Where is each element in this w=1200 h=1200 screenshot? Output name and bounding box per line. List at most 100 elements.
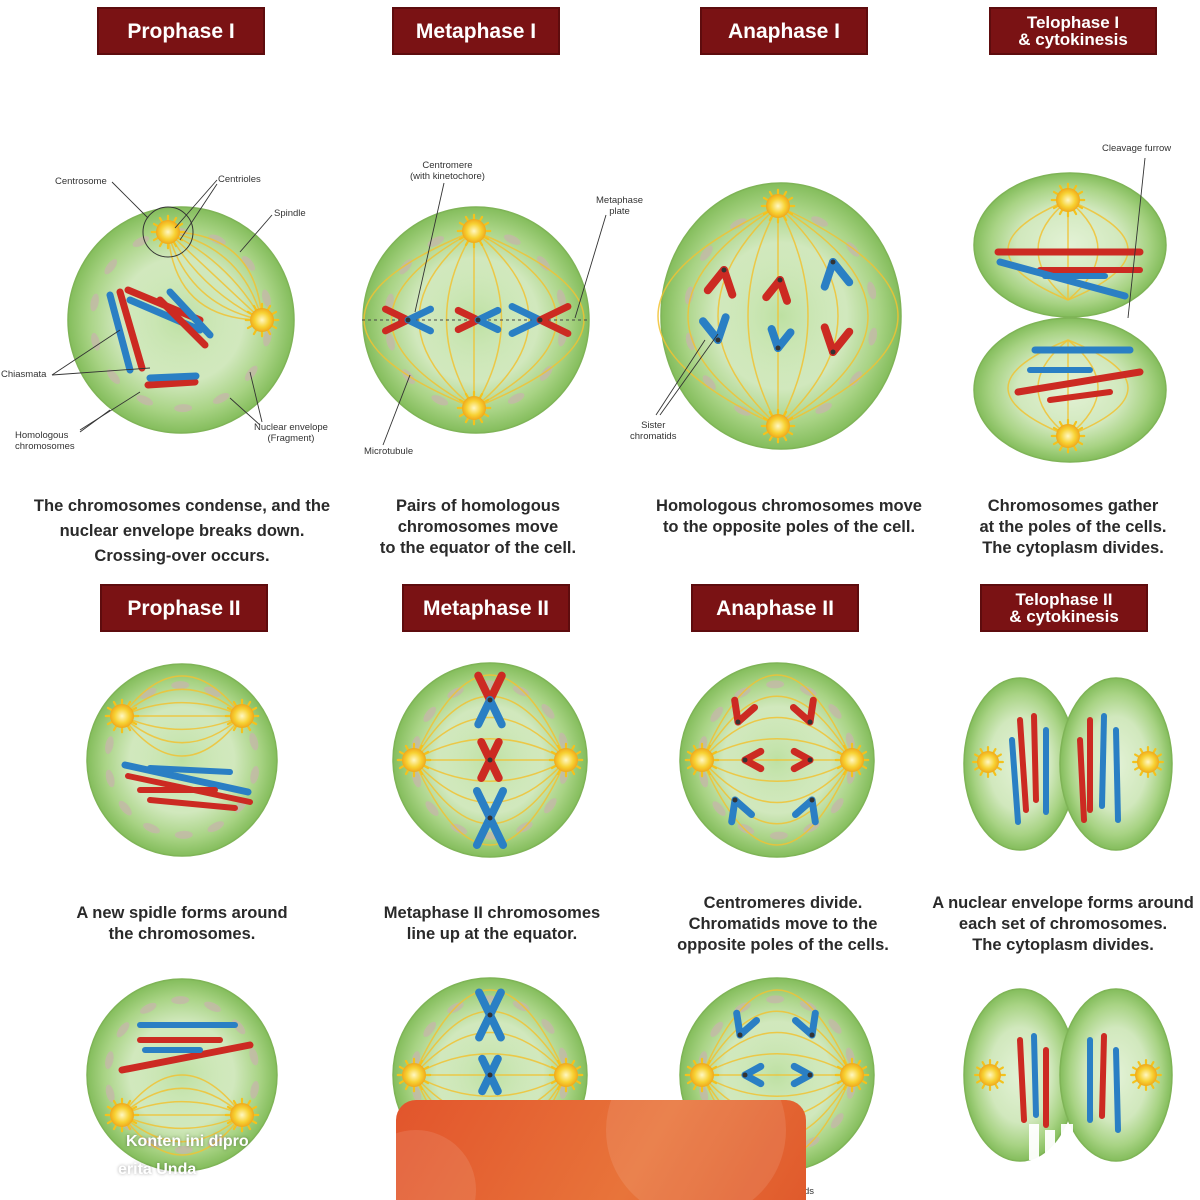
chromosome-arm <box>790 747 814 764</box>
nuclear-envelope-fragment <box>174 404 193 413</box>
header-metaphase-2: Metaphase II <box>402 584 570 632</box>
chromosome-arm <box>474 671 494 704</box>
spindle-fiber <box>701 759 853 804</box>
spindle-fiber <box>701 716 853 761</box>
header-anaphase-1: Anaphase I <box>700 7 868 55</box>
nuclear-envelope-fragment <box>702 375 716 391</box>
nuclear-envelope-fragment <box>249 1047 259 1066</box>
chromosome-arm <box>536 316 572 337</box>
centrosome-icon <box>402 748 426 772</box>
spindle-fiber <box>413 674 567 761</box>
centrosome-icon <box>690 748 714 772</box>
nuclear-envelope-fragment <box>116 1022 130 1038</box>
label-sister-chromatids-line1: Sister <box>641 420 666 431</box>
label-nuclear-envelope-line2: (Fragment) <box>267 433 315 444</box>
desc-metaphase-1: Pairs of homologous chromosomes move to … <box>360 496 596 559</box>
chromosome-arm <box>474 306 502 324</box>
spindle-fiber <box>701 989 853 1076</box>
leader-line <box>79 391 141 431</box>
header-anaphase-2-text: Anaphase II <box>716 596 834 620</box>
centrosome-icon <box>462 219 486 243</box>
cell-telophase-1-top <box>973 172 1167 318</box>
chromosome-arm <box>1099 1033 1107 1119</box>
leader-line <box>51 367 151 376</box>
desc-prophase-2-line1: A new spidle forms around <box>76 904 288 922</box>
header-metaphase-2-text: Metaphase II <box>422 596 550 620</box>
nuclear-envelope-fragment <box>140 687 157 699</box>
chromosome-arm <box>1014 368 1144 396</box>
spindle-fiber <box>121 715 243 744</box>
leader-line <box>659 333 719 416</box>
chromosome-arm <box>121 761 252 796</box>
centromere <box>735 719 741 725</box>
promo-overlay-banner[interactable] <box>396 1100 806 1200</box>
spindle-fiber <box>413 759 567 846</box>
centromere <box>487 697 493 703</box>
label-centromere-line1: Centromere <box>422 160 473 171</box>
nuclear-envelope-fragment <box>685 332 695 351</box>
chromosome-arm <box>454 316 482 334</box>
spindle-fiber <box>167 231 263 321</box>
nuclear-envelope-fragment <box>700 245 713 261</box>
nuclear-envelope-fragment <box>710 1021 724 1037</box>
nuclear-envelope-fragment <box>261 289 271 308</box>
nuclear-envelope-fragment <box>171 996 190 1005</box>
centromere <box>807 757 813 763</box>
centrosome-icon <box>554 1063 578 1087</box>
nuclear-envelope-fragment <box>249 732 259 751</box>
desc-metaphase-2-line2: line up at the equator. <box>406 925 578 943</box>
nuclear-envelope-fragment <box>171 681 190 690</box>
nuclear-envelope-fragment <box>143 823 160 834</box>
centriole-highlight <box>142 206 194 258</box>
chromosome-arm <box>146 372 200 382</box>
chromosome-arm <box>486 1011 505 1042</box>
nuclear-envelope-fragment <box>250 766 259 784</box>
leader-line <box>79 409 111 433</box>
spindle-fiber <box>701 759 853 782</box>
chromosome-arm <box>1009 737 1021 825</box>
nuclear-envelope-fragment <box>208 234 226 245</box>
label-cleavage-furrow: Cleavage furrow <box>1102 143 1172 154</box>
chromosome-arm <box>774 328 795 352</box>
header-metaphase-1: Metaphase I <box>392 7 560 55</box>
nuclear-envelope-fragment <box>244 365 258 381</box>
spindle-fiber <box>717 205 779 427</box>
centromere <box>809 1032 815 1038</box>
centrosome-icon <box>690 1063 714 1087</box>
spindle-fiber <box>121 1100 243 1116</box>
label-chiasmata: Chiasmata <box>1 369 47 380</box>
nuclear-envelope-fragment <box>766 680 785 689</box>
nuclear-envelope-fragment <box>684 286 694 305</box>
nuclear-envelope-fragment <box>541 1019 555 1034</box>
nuclear-envelope-fragment <box>828 704 842 719</box>
spindle-fiber <box>390 230 475 409</box>
centrosome-icon <box>110 1103 134 1127</box>
nuclear-envelope-fragment <box>507 393 525 404</box>
header-anaphase-2: Anaphase II <box>691 584 859 632</box>
nuclear-envelope-fragment <box>423 1021 437 1037</box>
centromere <box>715 337 721 343</box>
spindle-fiber <box>167 231 263 321</box>
nuclear-envelope-fragment <box>423 706 437 722</box>
spindle-fiber <box>701 759 853 846</box>
centromere <box>405 317 411 323</box>
spindle-fiber <box>701 1010 853 1076</box>
centrosome-icon <box>977 751 999 773</box>
spindle-fiber <box>121 715 243 731</box>
chromosome-arm <box>106 291 134 374</box>
centrosome-icon <box>230 1103 254 1127</box>
centromere <box>721 267 727 273</box>
chromosome-arm <box>1017 1037 1027 1123</box>
label-nuclear-envelope-line1: Nuclear envelope <box>254 422 328 433</box>
chromosome-arm <box>741 1071 765 1088</box>
header-prophase-2-text: Prophase II <box>127 596 241 620</box>
nuclear-envelope-fragment <box>427 236 445 247</box>
chromosome-arm <box>156 296 209 349</box>
spindle-fiber <box>701 759 853 825</box>
centromere <box>737 1032 743 1038</box>
leader-line <box>174 179 218 229</box>
nuclear-envelope-fragment <box>90 293 99 312</box>
spindle-fiber <box>121 1114 243 1143</box>
overlay-text-line2: erita Unda <box>118 1161 197 1178</box>
chromosome-arm <box>486 756 503 783</box>
